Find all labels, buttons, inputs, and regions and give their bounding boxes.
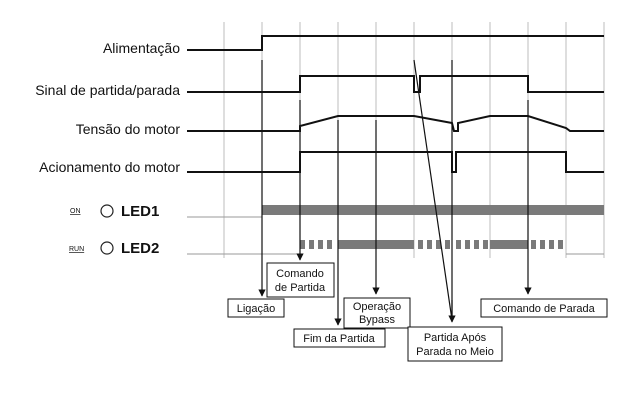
power-on-text: Ligação — [237, 303, 276, 315]
stop-cmd-box — [480, 298, 608, 318]
led2-label: LED2 — [121, 240, 159, 257]
motor-drive-label: Acionamento do motor — [39, 159, 180, 175]
start-cmd-text-2: de Partida — [275, 282, 326, 294]
led1-label: LED1 — [121, 203, 159, 220]
bypass-text-1: Operação — [353, 301, 401, 313]
bypass-text-2: Bypass — [359, 314, 396, 326]
motor-voltage-trace — [187, 115, 604, 132]
motor-voltage-label: Tensão do motor — [76, 121, 181, 137]
power-on-box — [227, 298, 285, 318]
led2-tag: RUN — [69, 246, 84, 253]
restart-text-1: Partida Após — [424, 332, 487, 344]
grid — [223, 22, 605, 258]
led1-on-bar — [262, 205, 604, 215]
restart-text-2: Parada no Meio — [416, 346, 494, 358]
led1-tag: ON — [70, 208, 81, 215]
motor-drive-trace — [187, 151, 604, 173]
stop-cmd-text: Comando de Parada — [493, 303, 595, 315]
led2-indicator — [100, 241, 114, 255]
start-stop-trace — [187, 75, 604, 93]
restart-box — [407, 326, 503, 362]
start-cmd-box — [266, 262, 335, 298]
power-label: Alimentação — [103, 40, 180, 56]
start-stop-label: Sinal de partida/parada — [35, 82, 180, 98]
led2-blink-pattern — [300, 240, 563, 249]
start-end-text: Fim da Partida — [303, 333, 375, 345]
start-cmd-text-1: Comando — [276, 268, 324, 280]
start-end-box — [293, 328, 386, 348]
bypass-box — [343, 297, 411, 329]
power-trace — [187, 35, 604, 51]
restart-arrows — [413, 59, 453, 321]
led1-indicator — [100, 204, 114, 218]
